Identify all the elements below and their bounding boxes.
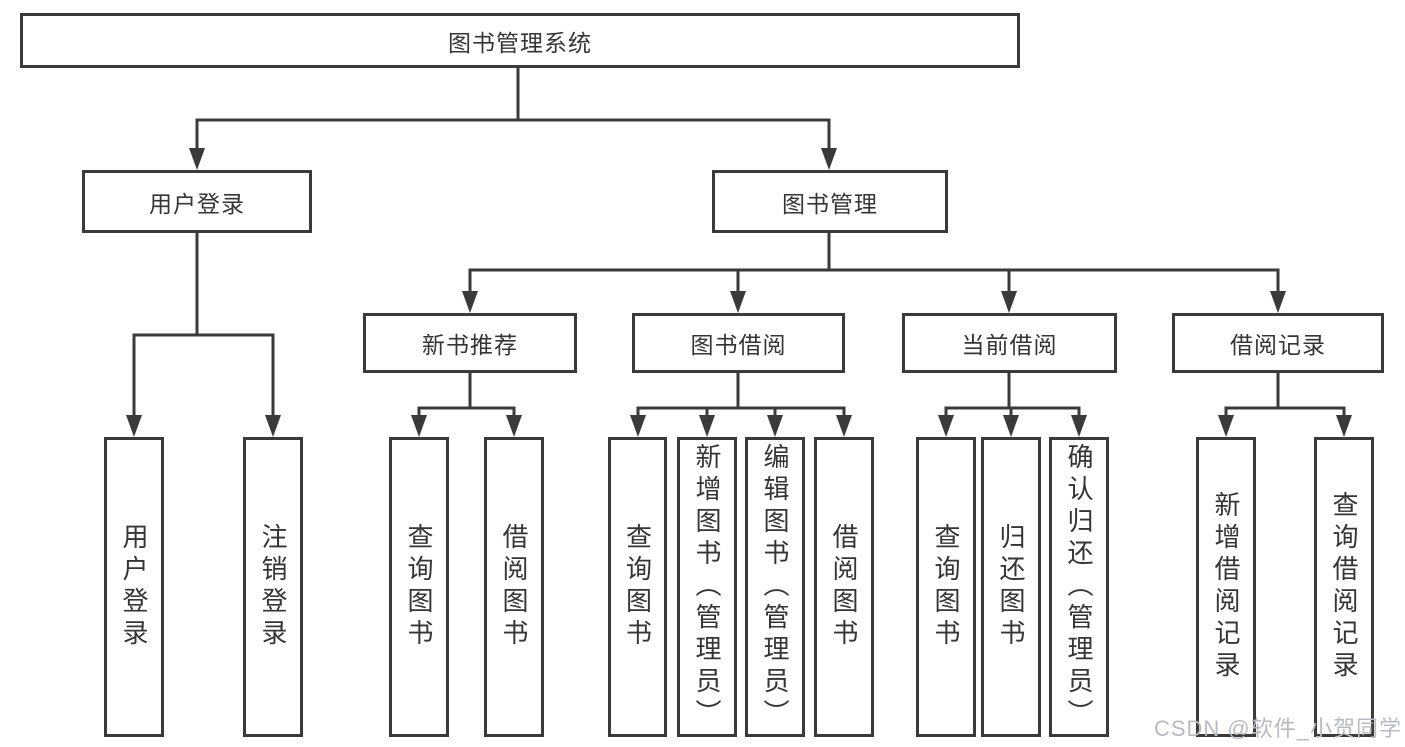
node-confirm-return-admin-label: 确认归还（管理员） [1064, 443, 1094, 731]
node-query-books-recommend-label: 查询图书 [404, 523, 434, 651]
node-current-borrow: 当前借阅 [902, 313, 1117, 373]
node-return-books: 归还图书 [981, 437, 1041, 737]
node-borrow-books-recommend-label: 借阅图书 [499, 523, 529, 651]
node-user-login-label: 用户登录 [119, 523, 149, 651]
node-book-management-label: 图书管理 [782, 190, 878, 217]
node-borrow-books-recommend: 借阅图书 [484, 437, 544, 737]
node-book-management: 图书管理 [712, 170, 948, 233]
node-query-books-recommend: 查询图书 [389, 437, 449, 737]
node-query-books-current: 查询图书 [916, 437, 976, 737]
node-user-login: 用户登录 [104, 437, 164, 737]
node-logout-label: 注销登录 [258, 523, 288, 651]
node-query-books-borrow: 查询图书 [608, 437, 667, 737]
node-query-books-borrow-label: 查询图书 [622, 523, 653, 651]
node-add-book-admin-label: 新增图书（管理员） [692, 443, 722, 731]
node-add-borrow-record-label: 新增借阅记录 [1211, 491, 1241, 683]
node-query-borrow-record-label: 查询借阅记录 [1329, 491, 1359, 683]
node-borrow-books-borrow: 借阅图书 [814, 437, 874, 737]
node-new-book-recommend: 新书推荐 [363, 313, 577, 373]
node-add-borrow-record: 新增借阅记录 [1196, 437, 1256, 737]
node-book-borrow-label: 图书借阅 [690, 332, 787, 358]
node-current-borrow-label: 当前借阅 [961, 332, 1058, 358]
node-logout: 注销登录 [243, 437, 303, 737]
node-borrow-books-borrow-label: 借阅图书 [829, 523, 859, 651]
node-user-login-group: 用户登录 [82, 170, 312, 233]
node-add-book-admin: 新增图书（管理员） [677, 437, 737, 737]
node-new-book-recommend-label: 新书推荐 [422, 332, 518, 358]
node-book-borrow: 图书借阅 [632, 313, 845, 373]
node-user-login-group-label: 用户登录 [149, 190, 245, 217]
node-query-books-current-label: 查询图书 [931, 523, 961, 651]
node-query-borrow-record: 查询借阅记录 [1314, 437, 1374, 737]
node-borrow-records-label: 借阅记录 [1230, 332, 1326, 358]
node-confirm-return-admin: 确认归还（管理员） [1049, 437, 1109, 737]
node-edit-book-admin: 编辑图书（管理员） [745, 437, 805, 737]
node-library-system: 图书管理系统 [20, 13, 1020, 68]
watermark-text: CSDN @软件_小贺同学 [1153, 716, 1402, 741]
node-borrow-records: 借阅记录 [1172, 313, 1384, 373]
node-library-system-label: 图书管理系统 [448, 29, 592, 56]
node-edit-book-admin-label: 编辑图书（管理员） [760, 443, 790, 731]
node-return-books-label: 归还图书 [996, 523, 1026, 651]
